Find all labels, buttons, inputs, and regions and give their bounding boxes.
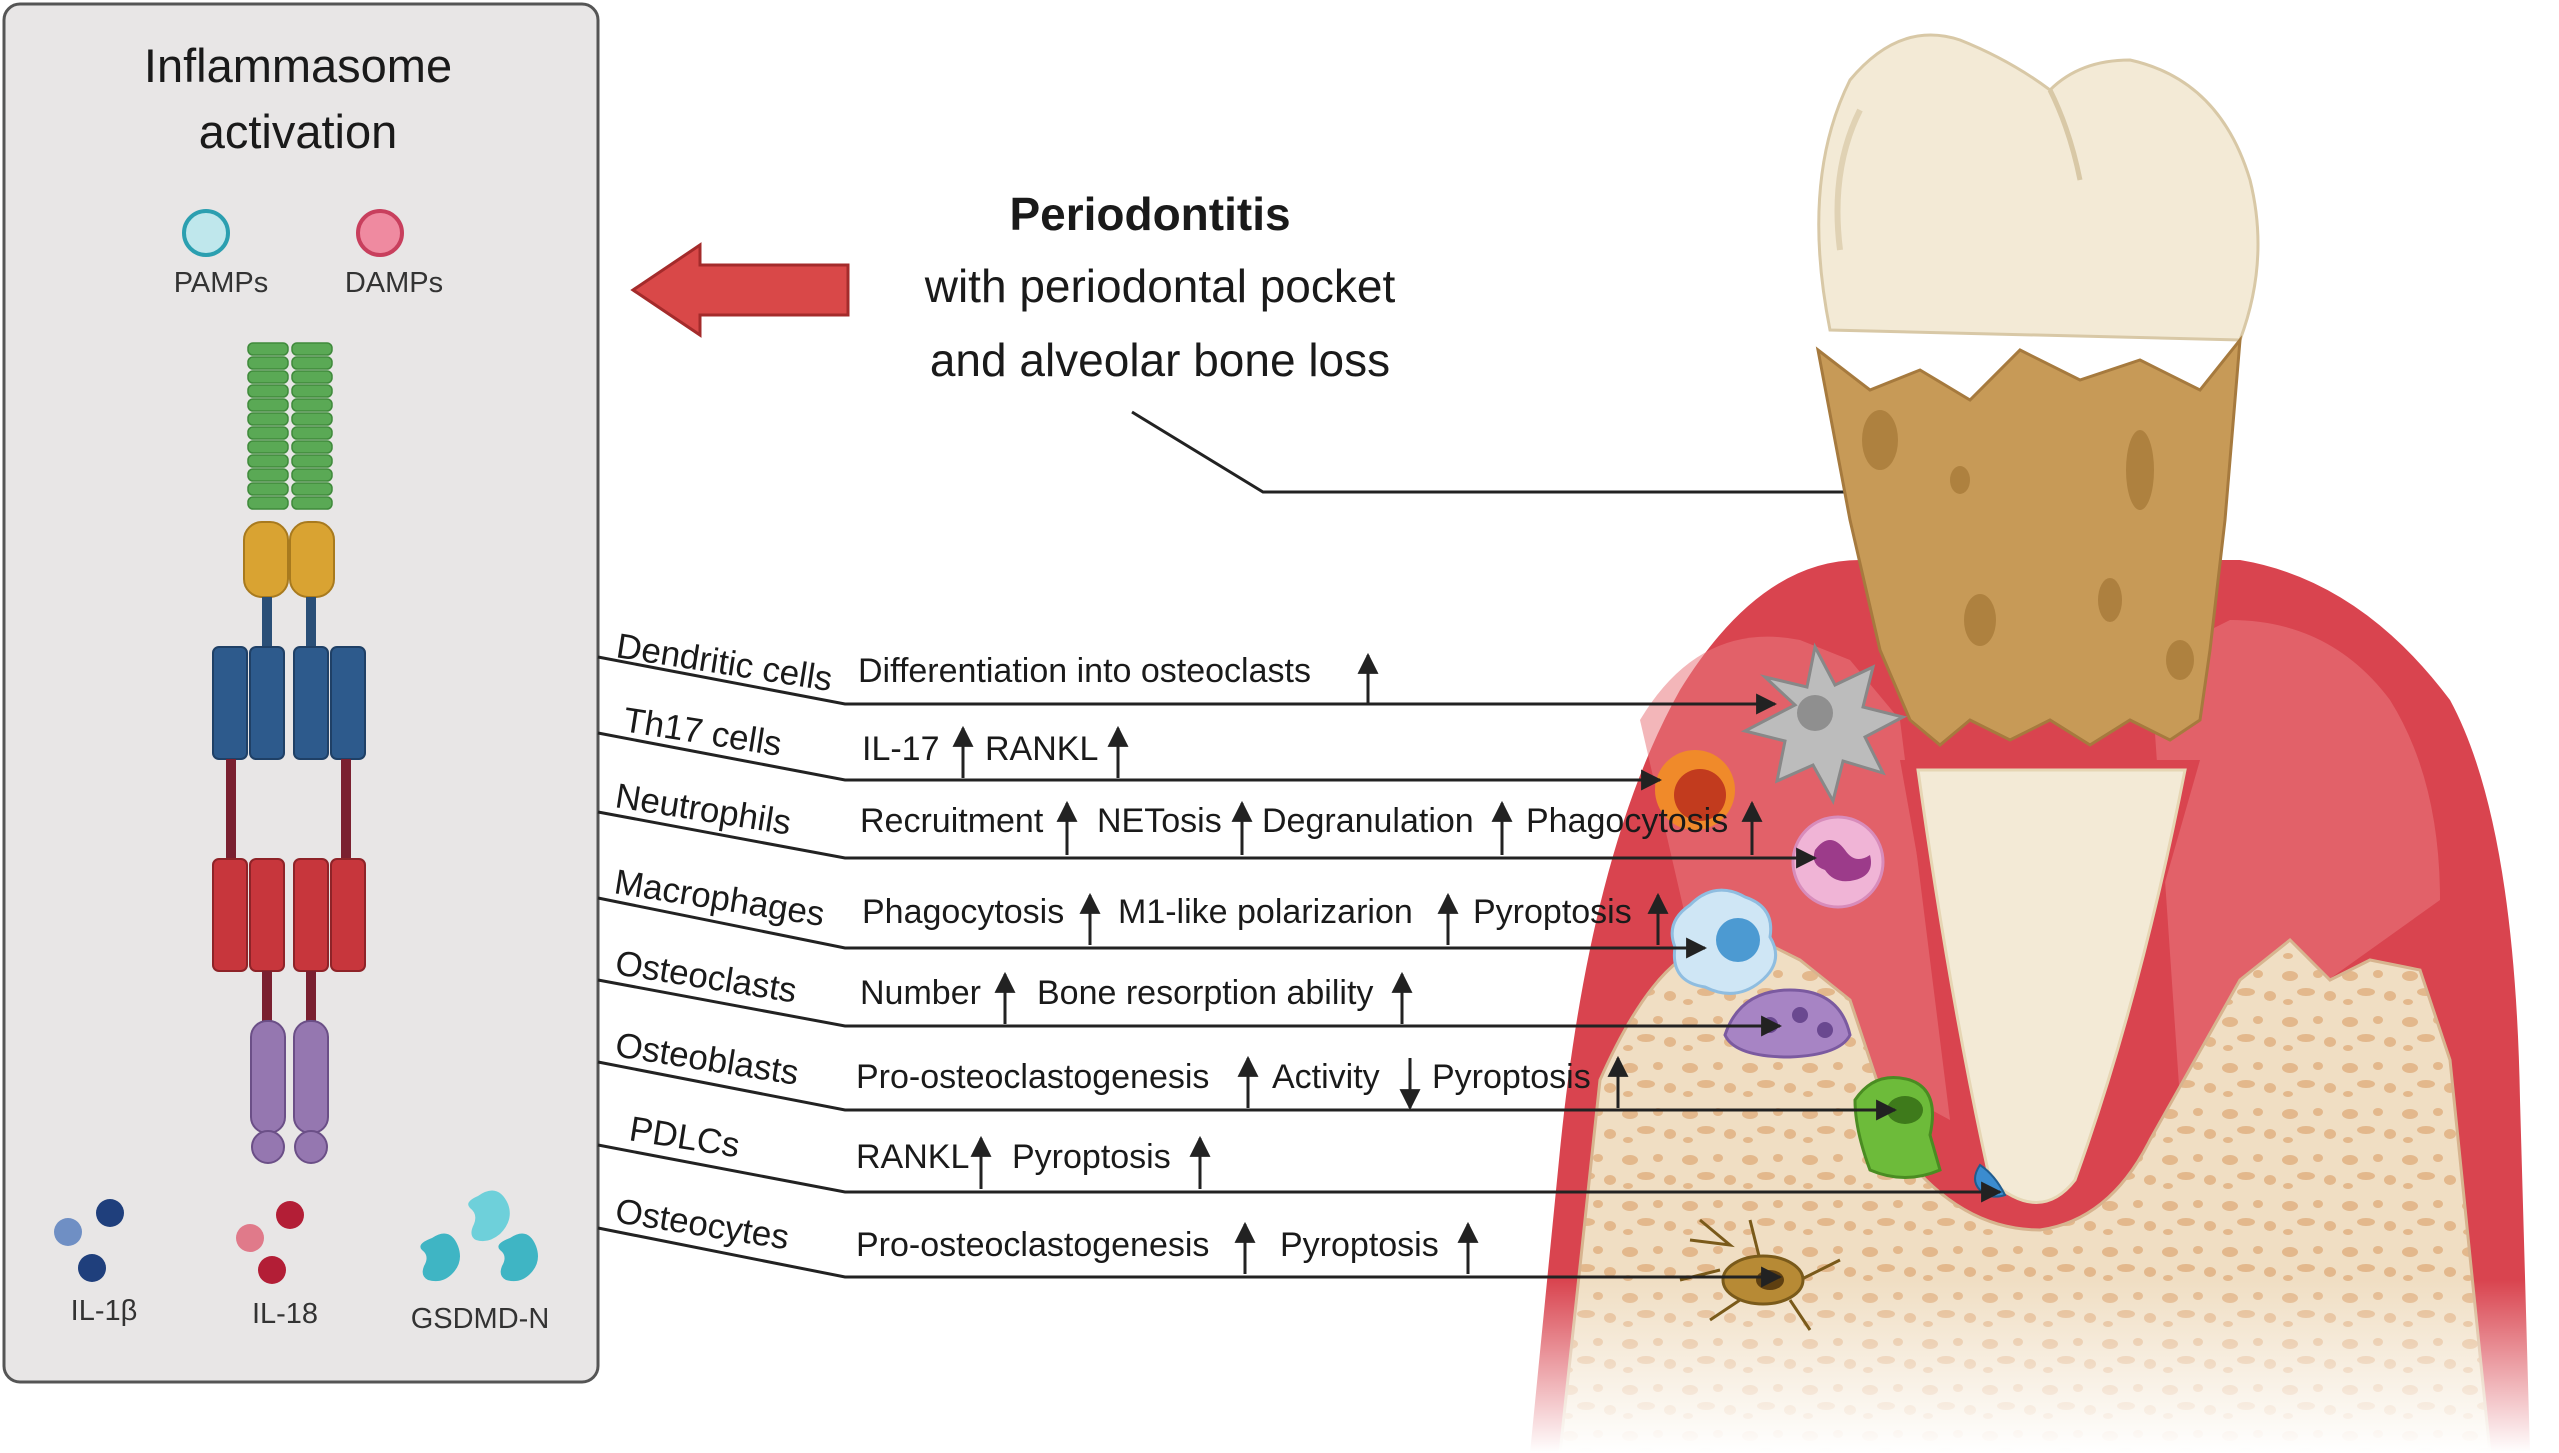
panel-title-line2: activation <box>199 105 398 158</box>
effect-text: Degranulation <box>1262 802 1474 840</box>
main-title: Periodontitis <box>1009 188 1290 240</box>
damps-icon <box>356 209 404 257</box>
effect-text: IL-17 <box>862 730 940 768</box>
gsdmd-icon <box>420 1190 538 1282</box>
row-dendritic-cells: Dendritic cells Differentiation into ost… <box>597 626 1778 715</box>
big-red-arrow <box>630 242 850 338</box>
effect-text: Bone resorption ability <box>1037 974 1373 1012</box>
effect-text: Pyroptosis <box>1012 1138 1171 1176</box>
cell-name: PDLCs <box>627 1109 743 1165</box>
row-osteoclasts: Osteoclasts Number Bone resorption abili… <box>597 943 1783 1037</box>
osteoblast-icon <box>1853 1076 1942 1179</box>
title-leader-line <box>1131 410 1938 494</box>
effect-text: Pro-osteoclastogenesis <box>856 1058 1209 1096</box>
main-subtitle-line1: with periodontal pocket <box>924 260 1396 312</box>
effect-text: NETosis <box>1097 802 1222 840</box>
effect-text: Differentiation into osteoclasts <box>858 652 1311 690</box>
effect-text: Activity <box>1272 1058 1380 1096</box>
il18-icon <box>236 1201 304 1284</box>
inflammasome-complex-icon <box>212 342 366 1164</box>
effect-text: M1-like polarizarion <box>1118 893 1413 931</box>
row-th17-cells: Th17 cells IL-17 RANKL <box>597 700 1663 791</box>
effect-text: Phagocytosis <box>862 893 1064 931</box>
cell-name: Dendritic cells <box>614 626 835 699</box>
effect-text: Phagocytosis <box>1526 802 1728 840</box>
macrophage-icon <box>1670 888 1778 995</box>
tooth-illustration <box>1500 33 2559 1453</box>
damps-label: DAMPs <box>345 267 443 299</box>
pamps-icon <box>182 209 230 257</box>
row-macrophages: Macrophages Phagocytosis M1-like polariz… <box>597 862 1708 959</box>
panel-title-line1: Inflammasome <box>144 39 452 92</box>
gsdmd-label: GSDMD-N <box>411 1303 550 1335</box>
effect-text: RANKL <box>985 730 1098 768</box>
th17-cell-icon <box>1655 750 1735 830</box>
effect-text: Pyroptosis <box>1280 1226 1439 1264</box>
tooth-crown <box>1817 33 2260 342</box>
effect-text: RANKL <box>856 1138 969 1176</box>
il1b-label: IL-1β <box>71 1295 138 1327</box>
effect-text: Recruitment <box>860 802 1044 840</box>
effect-text: Pro-osteoclastogenesis <box>856 1226 1209 1264</box>
dendritic-cell-icon <box>1740 642 1908 806</box>
effect-text: Pyroptosis <box>1473 893 1632 931</box>
il18-label: IL-18 <box>252 1298 318 1330</box>
effect-text: Pyroptosis <box>1432 1058 1591 1096</box>
inflammasome-panel: Inflammasome activation PAMPs DAMPs <box>2 2 600 1384</box>
effect-text: Number <box>860 974 981 1012</box>
neutrophil-icon <box>1791 815 1885 909</box>
il1b-icon <box>54 1199 124 1282</box>
main-subtitle-line2: and alveolar bone loss <box>930 334 1390 386</box>
pamps-label: PAMPs <box>174 267 269 299</box>
tooth-root <box>1916 768 2187 1204</box>
